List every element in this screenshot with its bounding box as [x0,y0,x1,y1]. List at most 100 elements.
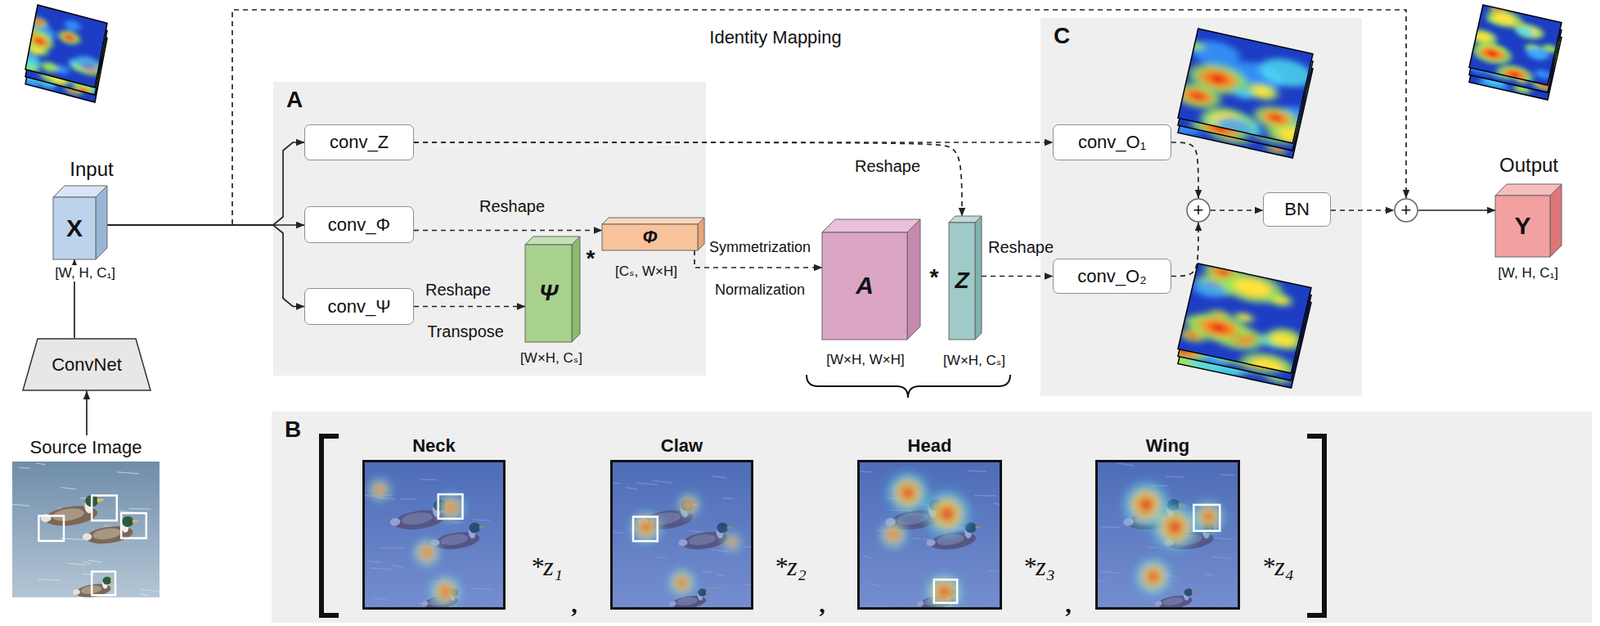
duck [38,493,108,530]
psi-matrix: Ψ [525,236,580,342]
heatmap-layer [1173,256,1317,386]
photo [857,459,1003,610]
product-sign: * [930,264,940,291]
conv-name: conv_O₂ [1077,265,1147,287]
heat-blob [1198,315,1239,340]
photo-ground [857,459,1003,610]
panel: conv_O₁ conv_O₂ + BN C [1040,17,1362,396]
weight-term: *z₃ [1022,551,1056,582]
dimension-label: Input [69,157,113,181]
weight-term: *z₂ [773,551,807,582]
part-box [1193,504,1220,531]
solid-arrow [107,142,305,225]
heatmap-layer [10,0,113,92]
heat-blob [1514,25,1536,39]
attention-tint [1095,459,1241,610]
edge-label: Identity Mapping [709,26,841,49]
panel-letter: C [1053,22,1070,50]
weight-term: *z₁ [530,551,563,582]
dashed-arrow [413,142,962,216]
part-name: Claw [610,433,754,459]
heat-blob [35,37,45,45]
convnet-block: ConvNet [22,337,152,392]
output-tensor: Y [1495,184,1562,257]
conv-name: conv_Ψ [327,296,391,317]
heat-blob [1486,49,1499,58]
heat-blob [57,27,82,47]
part-box [38,515,64,541]
heat-blob [1250,85,1274,99]
edge-label: Reshape [988,238,1054,257]
heat-blob [1270,332,1297,348]
heat-blob [1261,108,1292,128]
conv-name: conv_O₁ [1078,131,1147,153]
part-box [91,570,116,595]
weight-term: , [570,589,578,618]
dimension-label: [Cₛ, W×H] [615,262,678,280]
edge-label: Reshape [854,157,921,176]
photo [1095,459,1241,610]
heatmap-layer [8,0,120,104]
part-box [633,516,658,542]
dimension-label: [W×H, W×H] [826,351,904,369]
edge-label: Reshape [479,197,545,216]
product-sign: * [586,245,596,272]
heat-blob [1478,44,1506,63]
dashed-arrow [1210,209,1263,212]
heat-blob [1197,66,1238,91]
heat-blob [1186,307,1251,347]
matrix-name: Ψ [539,279,558,306]
edge-label: Reshape [425,280,491,300]
heat-blob [1544,44,1556,53]
dimension-label: [W×H, Cₛ] [943,351,1006,369]
tensor-name: Y [1514,211,1531,241]
dimension-label: [W, H, C₁] [1497,265,1559,282]
sum-sign: + [1193,199,1205,221]
heat-blob [1208,72,1227,86]
heat-blob [40,59,60,75]
bn-name: BN [1284,198,1310,220]
attention-heat [368,478,465,608]
heat-blob [1251,102,1300,134]
dimension-label: [W×H, Cₛ] [520,349,583,367]
part-box [91,495,117,522]
attention-map: Wing [1095,433,1241,610]
attention-heat [629,493,742,597]
dimension-label: Normalization [714,281,805,299]
matrix-name: A [855,271,874,301]
dashed-arrow [413,305,526,308]
weight-term: *z₄ [1261,551,1295,582]
heat-blob [44,62,57,72]
duck [71,575,118,598]
panel-ground [271,411,1592,623]
heat-blob [1231,86,1254,101]
photo-ground [12,461,160,598]
photo [362,459,506,610]
attention-heat [879,471,971,610]
edge-label: Symmetrization [709,238,811,257]
dimension-label: [W, H, C₁] [52,265,118,282]
matrix-name: Φ [642,226,657,248]
heat-blob [1236,348,1299,374]
heat-blob [1262,327,1304,354]
dimension-label: Output [1499,153,1559,177]
sum-sign: + [1401,199,1412,221]
input-tensor: X [53,185,108,260]
heat-blob [1501,67,1528,84]
dashed-arrow [413,229,603,232]
heat-blob [63,18,82,33]
dashed-arrow [1330,209,1394,212]
attention-tint [857,459,1003,610]
panel-ground [273,81,706,376]
attention-heat [1123,481,1225,596]
sum-node: + [1186,197,1211,223]
heatmap-layer [1165,26,1340,160]
dashed-arrow [1171,142,1199,198]
heat-blob [1269,113,1284,123]
conv-name: conv_Z [329,131,389,153]
image-border [364,461,505,609]
panel-ground [1040,17,1362,396]
heat-blob [1470,39,1515,68]
panel: NeckClawHeadWingB [271,411,1592,623]
